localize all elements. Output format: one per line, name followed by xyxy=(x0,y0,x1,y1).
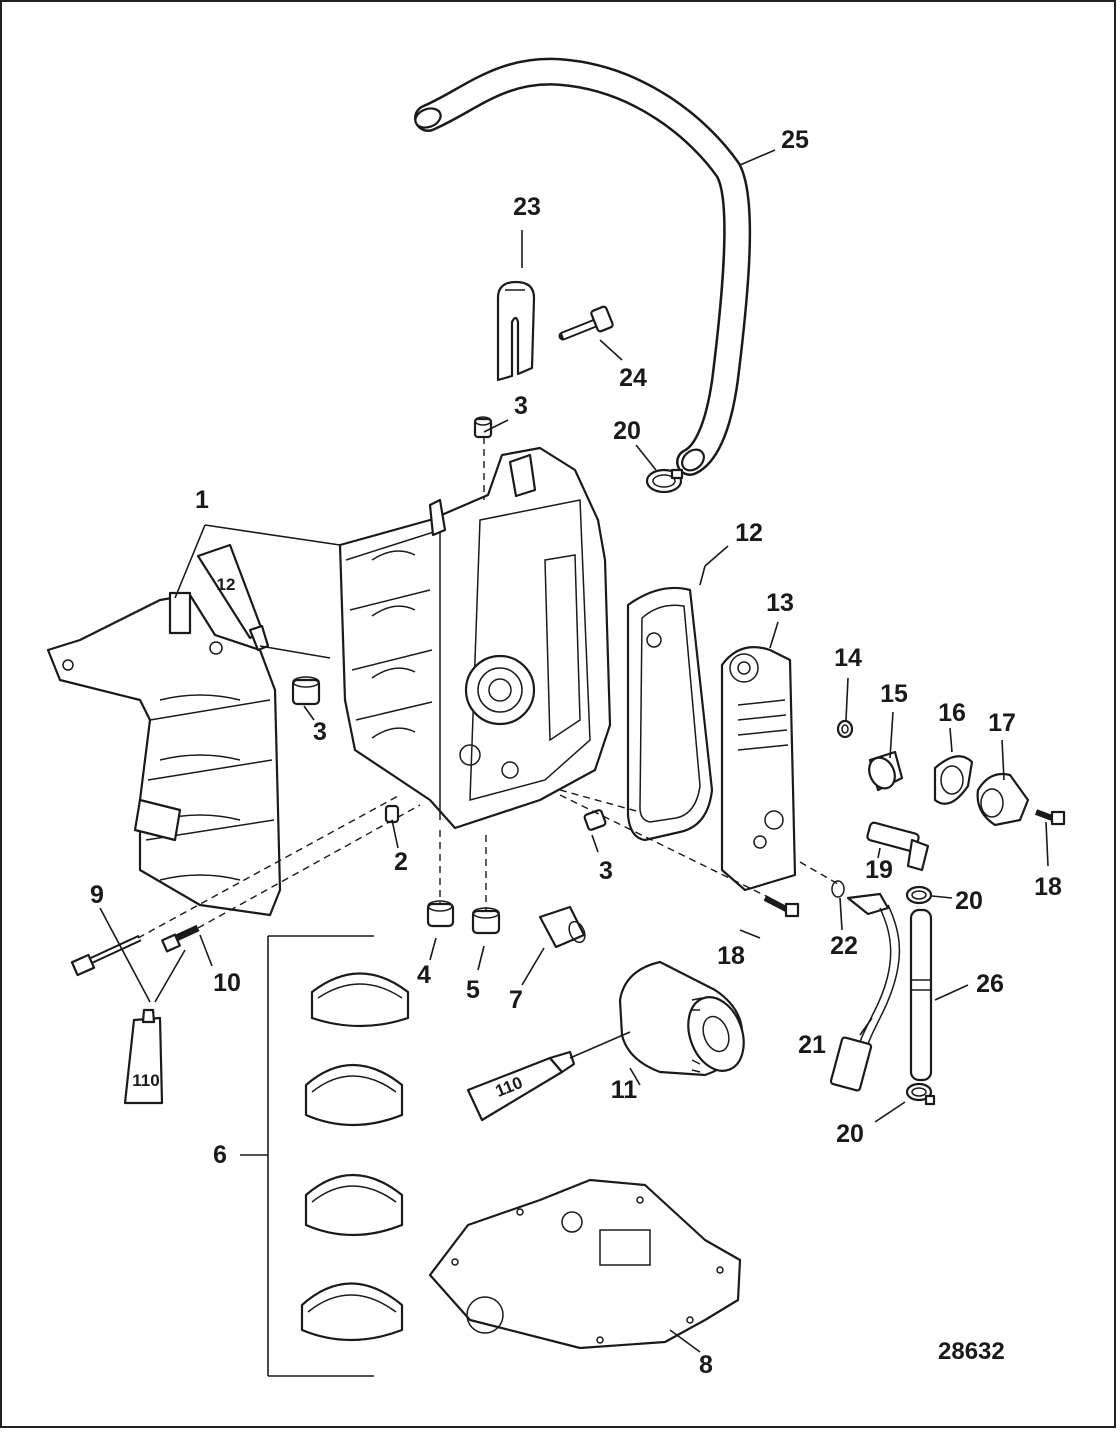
callout-2: 2 xyxy=(394,848,408,876)
callout-25: 25 xyxy=(781,126,809,154)
callout-6: 6 xyxy=(213,1141,227,1169)
bearing-set-part-6 xyxy=(300,972,410,1342)
dowel-part-left xyxy=(291,676,321,706)
callout-17: 17 xyxy=(988,709,1016,737)
callout-12: 12 xyxy=(735,519,763,547)
long-bolt-part-9 xyxy=(70,934,142,977)
callout-20-right: 20 xyxy=(955,887,983,915)
sleeve-part-7 xyxy=(538,905,586,949)
base-gasket-part-8 xyxy=(428,1178,742,1350)
callout-3-left: 3 xyxy=(313,718,327,746)
callout-11: 11 xyxy=(611,1076,638,1104)
hose-segment-part-26 xyxy=(909,908,933,1082)
thermostat-part xyxy=(868,750,904,792)
callout-16: 16 xyxy=(938,699,966,727)
callout-26: 26 xyxy=(976,970,1004,998)
dowel-pin-part xyxy=(384,804,400,824)
hose-clamp-part-right xyxy=(905,885,933,905)
bolt-part-24 xyxy=(558,305,614,341)
callout-22: 22 xyxy=(830,932,858,960)
gasket-part-12 xyxy=(626,586,714,842)
figure-id: 28632 xyxy=(938,1338,1005,1365)
oil-filter-part xyxy=(618,960,745,1077)
o-ring-part xyxy=(831,880,845,898)
callout-7: 7 xyxy=(509,986,523,1014)
hose-clamp-part-bottom xyxy=(905,1082,936,1106)
dowel-part-top xyxy=(473,416,493,439)
alignment-lines xyxy=(137,437,839,939)
fitting-part-19 xyxy=(866,821,930,872)
callout-19: 19 xyxy=(865,856,893,884)
hose-clamp-part-top xyxy=(645,468,684,494)
callout-15: 15 xyxy=(880,680,908,708)
exhaust-cover-part-13 xyxy=(720,646,797,892)
bearing-shell xyxy=(304,1174,404,1237)
bracket-6 xyxy=(240,935,374,1377)
callout-1: 1 xyxy=(195,486,209,514)
sealant-tube-label-12: 12 xyxy=(217,575,236,594)
bearing-shell xyxy=(310,972,410,1028)
sealant-tube-110-left: 110 xyxy=(123,1008,164,1105)
callout-9: 9 xyxy=(90,881,104,909)
callout-18-bottom: 18 xyxy=(717,942,745,970)
callout-numbers: 1 2 3 3 3 4 5 6 7 8 9 10 11 12 13 14 15 … xyxy=(90,126,1062,1379)
callout-23: 23 xyxy=(513,193,541,221)
bolt-part-18-right xyxy=(1034,809,1066,826)
callout-20-top: 20 xyxy=(613,417,641,445)
thermostat-cover-part xyxy=(976,772,1030,827)
callout-4: 4 xyxy=(417,961,431,989)
callout-3-bottom: 3 xyxy=(599,857,613,885)
bearing-shell xyxy=(300,1282,404,1342)
plug-part-5 xyxy=(471,907,501,935)
callout-10: 10 xyxy=(213,969,241,997)
bolt-part-18-bottom xyxy=(763,895,800,918)
thermostat-gasket-part xyxy=(933,755,974,805)
callout-8: 8 xyxy=(699,1351,713,1379)
crankcase-cover-part xyxy=(46,591,282,917)
sealant-tube-12: 12 xyxy=(196,543,270,652)
temperature-sensor-part xyxy=(829,892,901,1092)
callout-20-bottom: 20 xyxy=(836,1120,864,1148)
leader-lines xyxy=(99,149,1049,1353)
callout-21: 21 xyxy=(798,1031,826,1059)
bolt-part-10 xyxy=(161,924,200,953)
sealant-tube-110-filter: 110 xyxy=(466,1050,576,1122)
plug-part-4 xyxy=(426,900,455,928)
callout-5: 5 xyxy=(466,976,480,1004)
callout-3-top: 3 xyxy=(514,392,528,420)
bearing-shell xyxy=(304,1064,404,1127)
cylinder-block-part xyxy=(338,446,612,830)
hose-part xyxy=(414,57,752,476)
callout-24: 24 xyxy=(619,364,647,392)
hose-bracket-part xyxy=(496,280,536,382)
callout-18-right: 18 xyxy=(1034,873,1062,901)
sealant-tube-label-110-left: 110 xyxy=(132,1071,159,1090)
washer-part-14 xyxy=(836,719,854,739)
callout-13: 13 xyxy=(766,589,794,617)
callout-14: 14 xyxy=(834,644,862,672)
